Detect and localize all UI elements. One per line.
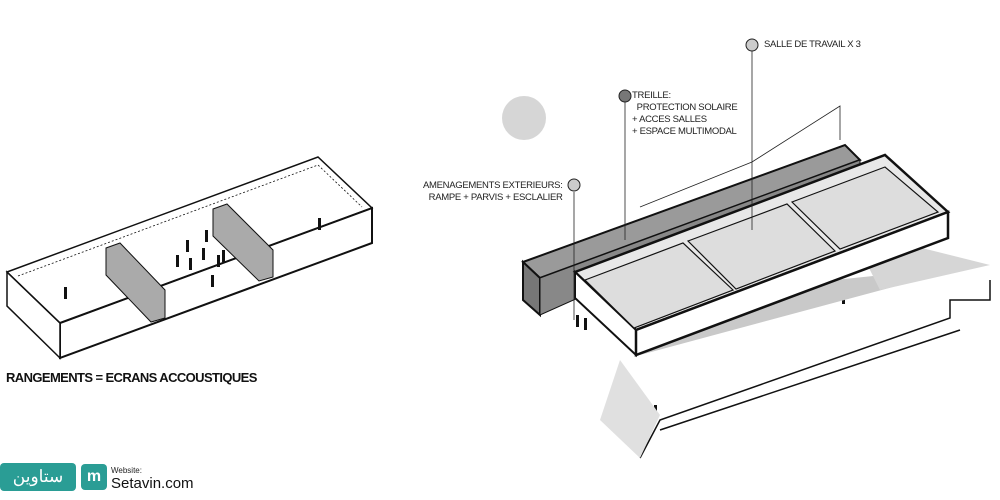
label-salle: SALLE DE TRAVAIL X 3 [764, 39, 861, 50]
brand-arabic: ستاوین [0, 463, 76, 491]
site-ground [600, 280, 991, 459]
salle-marker-icon [745, 38, 759, 52]
treille-marker-icon [618, 89, 632, 103]
logo-icon: m [81, 464, 107, 490]
website-url: Setavin.com [111, 475, 194, 492]
left-isometric-volume [5, 156, 374, 360]
main-building [572, 153, 951, 358]
label-treille: TREILLE: PROTECTION SOLAIRE + ACCES SALL… [632, 90, 738, 137]
sun-circle [502, 96, 546, 140]
watermark-logo: ستاوین m Website: Setavin.com [0, 462, 194, 492]
leader-lines [573, 51, 841, 320]
left-caption: RANGEMENTS = ECRANS ACCOUSTIQUES [6, 370, 257, 385]
label-amenagements: AMENAGEMENTS EXTERIEURS: RAMPE + PARVIS … [423, 180, 563, 203]
amenagements-marker-icon [567, 178, 581, 192]
website-label: Website: [111, 466, 142, 475]
